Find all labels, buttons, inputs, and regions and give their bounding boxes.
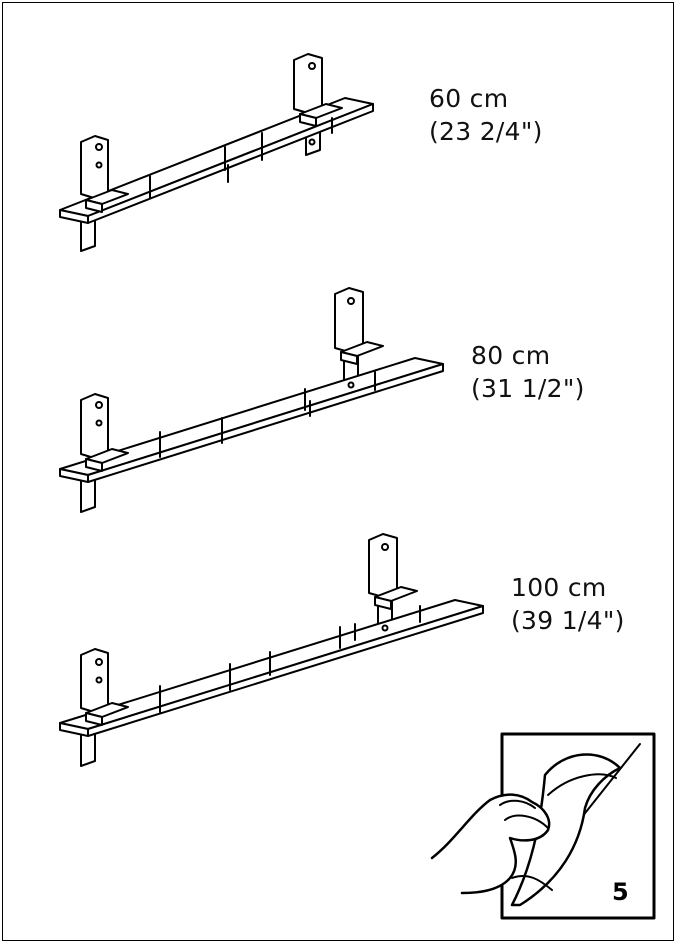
- shelf-80cm-metric: 80 cm: [471, 341, 551, 370]
- shelf-60cm-metric: 60 cm: [429, 84, 509, 113]
- shelf-100cm-metric: 100 cm: [511, 573, 607, 602]
- shelf-80cm-label: 80 cm (31 1/2"): [471, 339, 585, 405]
- shelf-80cm-imperial: (31 1/2"): [471, 374, 585, 403]
- shelf-100cm-label: 100 cm (39 1/4"): [511, 571, 625, 637]
- shelf-60cm-imperial: (23 2/4"): [429, 117, 543, 146]
- shelf-100cm-imperial: (39 1/4"): [511, 606, 625, 635]
- page-number: 5: [612, 878, 629, 906]
- page-turn-hand-icon: [430, 732, 656, 920]
- shelf-100cm-drawing: [59, 533, 484, 767]
- shelf-60cm-label: 60 cm (23 2/4"): [429, 82, 543, 148]
- shelf-60cm-drawing: [59, 53, 374, 252]
- shelf-80cm-drawing: [59, 287, 444, 513]
